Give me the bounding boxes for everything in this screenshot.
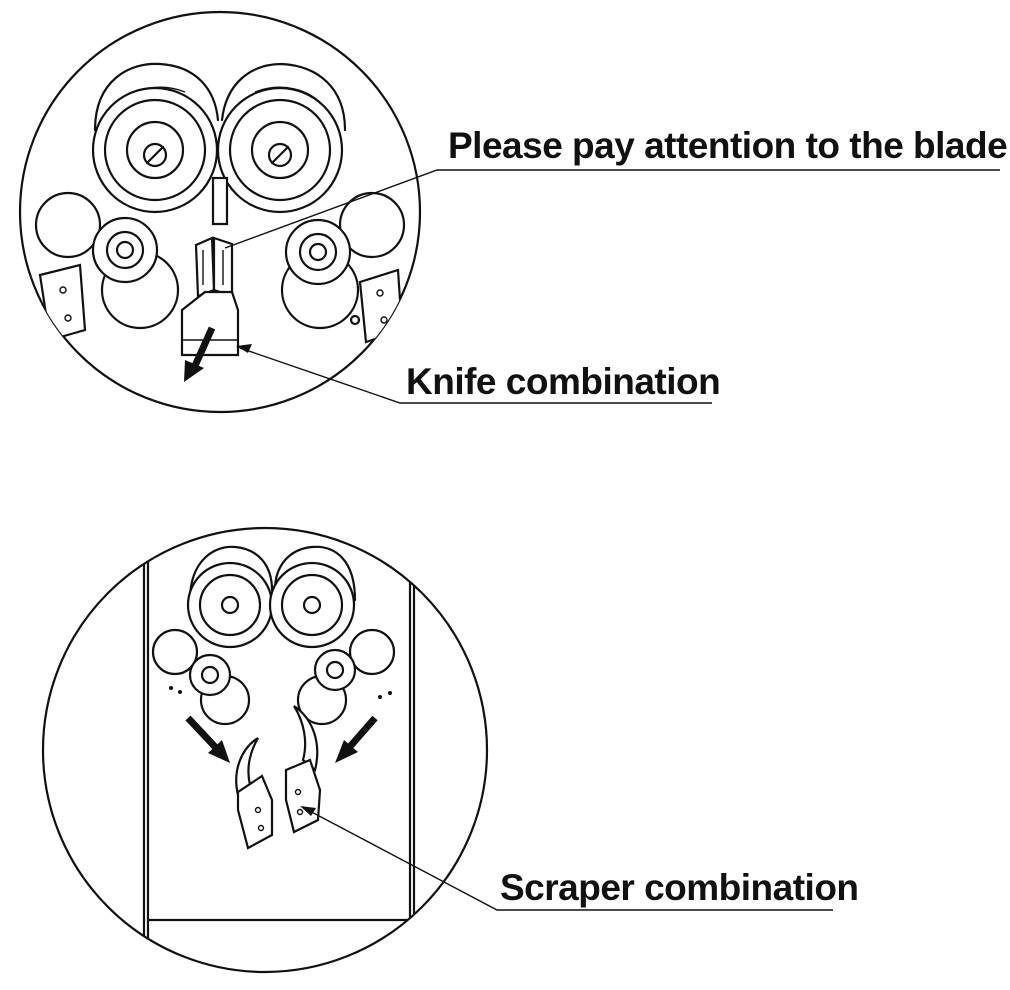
left-small-roller (34, 191, 180, 342)
knife-leader-arrowhead-icon (236, 344, 252, 353)
knife-leader-line (239, 347, 712, 404)
bottom-detail-view (41, 526, 833, 974)
blade-callout-label: Please pay attention to the blade (448, 125, 1007, 166)
right-scraper-arrow-icon (335, 691, 392, 763)
bottom-small-rollers (151, 628, 396, 726)
left-large-roller (91, 62, 220, 214)
bottom-detail-circle (41, 526, 489, 974)
center-shaft (211, 176, 229, 226)
right-large-roller (216, 62, 347, 214)
scraper-callout-label: Scraper combination (500, 867, 859, 908)
right-small-roller (280, 191, 406, 344)
knife-blade (180, 236, 240, 357)
scraper-leader-line (303, 807, 833, 911)
blade-leader-line (224, 169, 1000, 249)
left-scraper (235, 737, 274, 850)
top-detail-circle (18, 10, 422, 414)
left-scraper-arrow-icon (169, 686, 230, 763)
scraper-leader-arrowhead-icon (300, 806, 316, 816)
top-detail-view (18, 10, 1000, 414)
knife-removal-arrow-icon (184, 326, 216, 382)
knife-callout-label: Knife combination (406, 361, 720, 402)
bottom-right-roller (268, 545, 357, 649)
bottom-left-roller (186, 545, 274, 649)
